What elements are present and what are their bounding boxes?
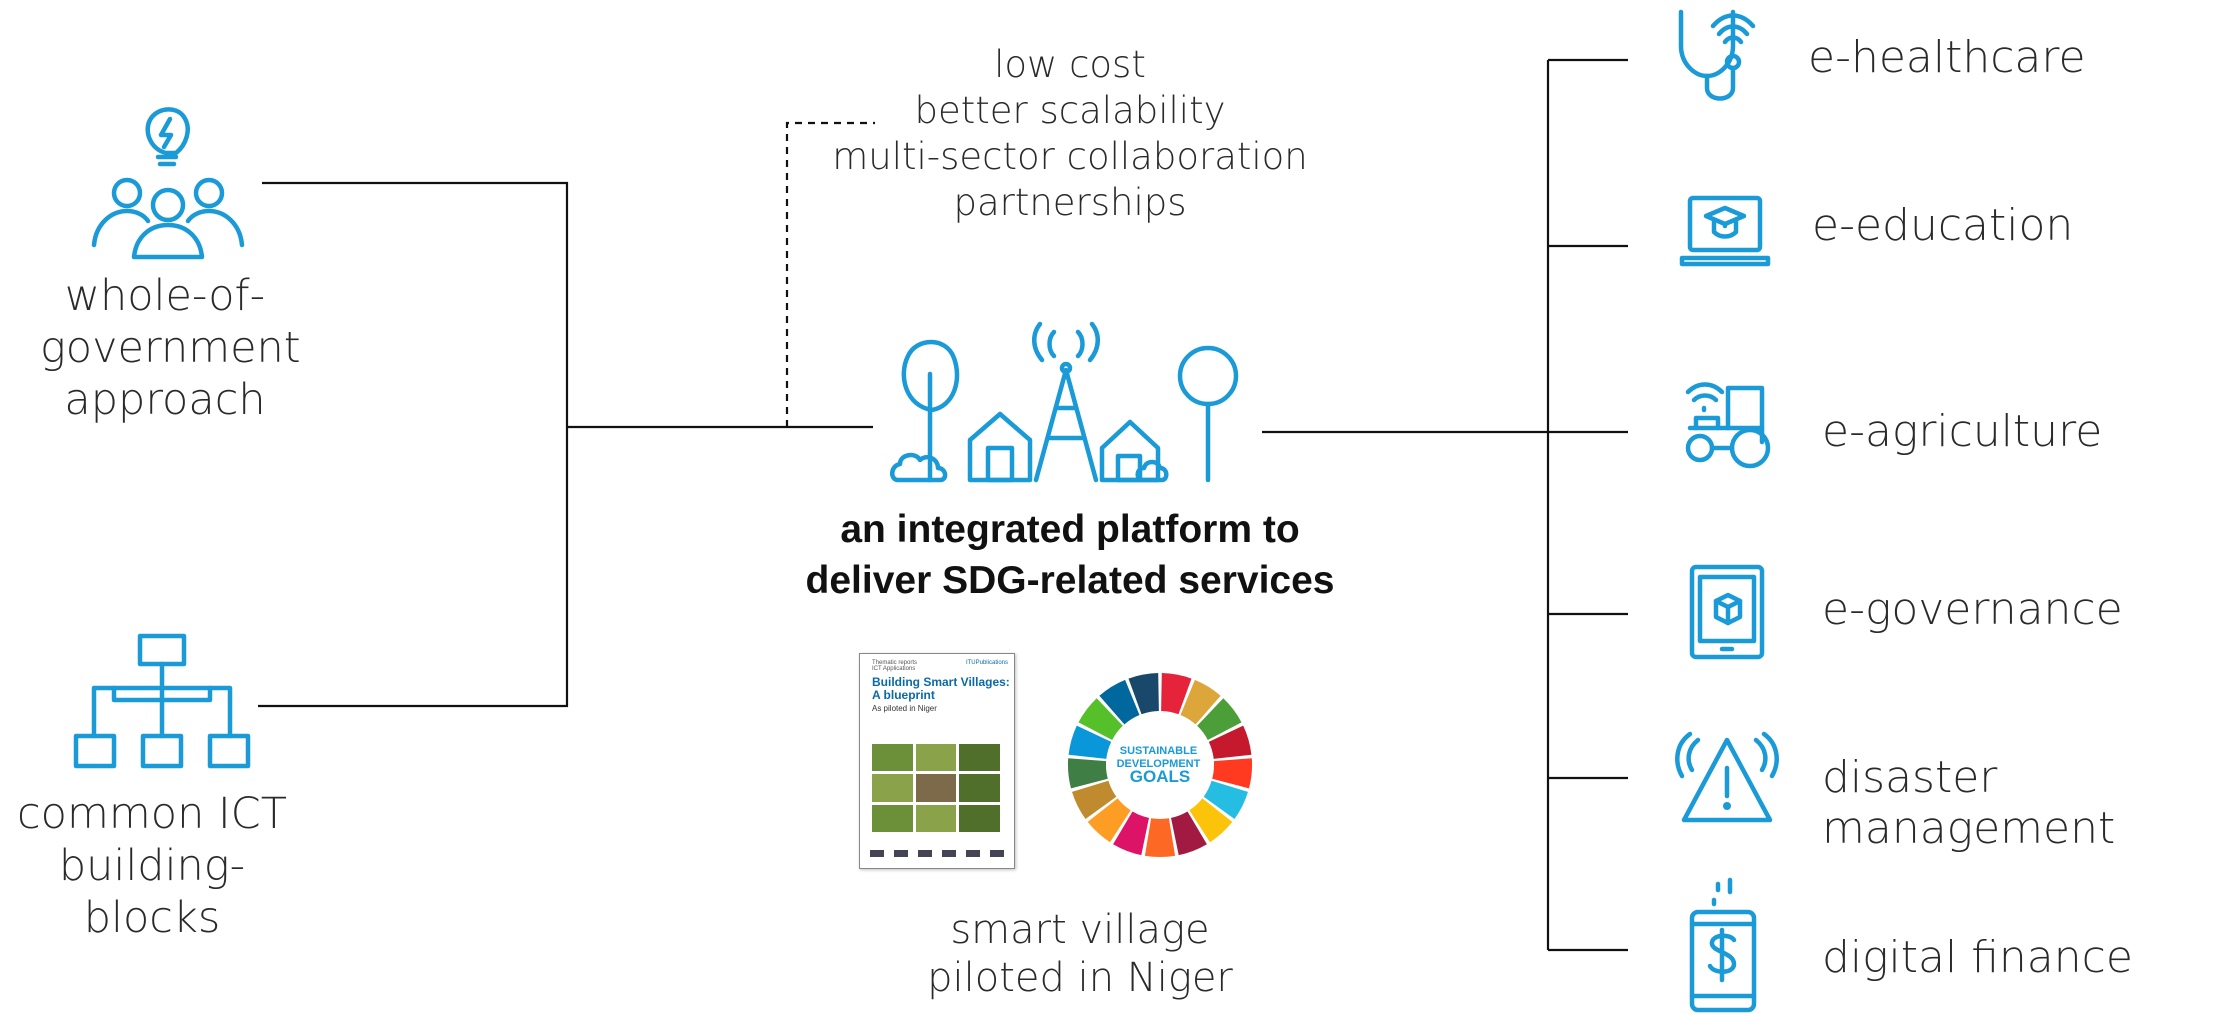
- sdg-segment: [1208, 725, 1252, 759]
- sdg-segment: [1099, 679, 1140, 725]
- report-subtitle: As piloted in Niger: [872, 704, 937, 713]
- sdg-segment: [1171, 811, 1207, 856]
- smart-village-caption: smart village piloted in Niger: [880, 906, 1280, 1002]
- service-label-agriculture: e-agriculture: [1822, 406, 2103, 457]
- service-label-healthcare: e-healthcare: [1808, 32, 2086, 83]
- report-publisher: ITUPublications: [965, 660, 1008, 666]
- sdg-segment: [1203, 780, 1248, 819]
- service-label-finance: digital finance: [1822, 932, 2133, 983]
- sdg-logo-text: SUSTAINABLE DEVELOPMENT GOALS: [1117, 745, 1204, 786]
- people-idea-icon: [91, 107, 245, 260]
- caption-line: smart village: [950, 907, 1210, 953]
- sdg-segment: [1189, 798, 1233, 843]
- headline-line: deliver SDG-related services: [805, 559, 1335, 602]
- phone-dollar-icon: [1689, 877, 1757, 1013]
- sdg-segment: [1197, 698, 1242, 740]
- caption-line: piloted in Niger: [927, 955, 1233, 1001]
- benefit-item: low cost: [994, 43, 1146, 86]
- sdg-segment: [1113, 811, 1149, 856]
- report-title: Building Smart Villages: A blueprint: [872, 675, 1010, 702]
- sdg-segment: [1067, 758, 1108, 789]
- smart-village-icon: [890, 321, 1239, 483]
- benefit-item: multi-sector collaboration: [832, 135, 1308, 178]
- report-partner-logos: [870, 850, 1004, 858]
- report-series: Thematic reports ICT Applications: [872, 660, 918, 672]
- benefit-item: partnerships: [953, 181, 1187, 224]
- benefit-item: better scalability: [914, 89, 1226, 132]
- whole-of-government-label: whole-of- government approach: [40, 271, 301, 425]
- sdg-segment: [1068, 725, 1112, 759]
- hierarchy-blocks-icon: [73, 633, 251, 769]
- ict-building-blocks-label: common ICT building-blocks: [17, 789, 287, 943]
- service-label-disaster: disaster management: [1822, 752, 2116, 854]
- sdg-logo: SUSTAINABLE DEVELOPMENT GOALS: [1067, 673, 1253, 858]
- sdg-segment: [1161, 673, 1192, 715]
- benefits-list: low cost better scalability multi-sector…: [820, 42, 1320, 226]
- sdg-segment: [1087, 798, 1131, 843]
- laptop-graduation-cap-icon: [1679, 195, 1771, 267]
- tractor-wifi-icon: [1685, 382, 1771, 469]
- sdg-segment: [1144, 818, 1176, 858]
- platform-headline: an integrated platform to deliver SDG-re…: [740, 504, 1400, 606]
- sdg-segment: [1078, 698, 1123, 740]
- stethoscope-wifi-icon: [1678, 9, 1756, 101]
- service-label-governance: e-governance: [1822, 584, 2123, 635]
- sdg-segment: [1072, 780, 1117, 819]
- tablet-cube-icon: [1689, 564, 1765, 660]
- headline-line: an integrated platform to: [840, 508, 1300, 551]
- sdg-segment: [1128, 673, 1159, 715]
- sdg-segment: [1212, 758, 1253, 789]
- sdg-segment: [1180, 679, 1221, 725]
- report-photos: [872, 744, 1000, 832]
- warning-signal-icon: [1675, 731, 1779, 823]
- report-cover-image: Thematic reports ICT Applications ITUPub…: [859, 653, 1015, 869]
- service-label-education: e-education: [1812, 200, 2074, 251]
